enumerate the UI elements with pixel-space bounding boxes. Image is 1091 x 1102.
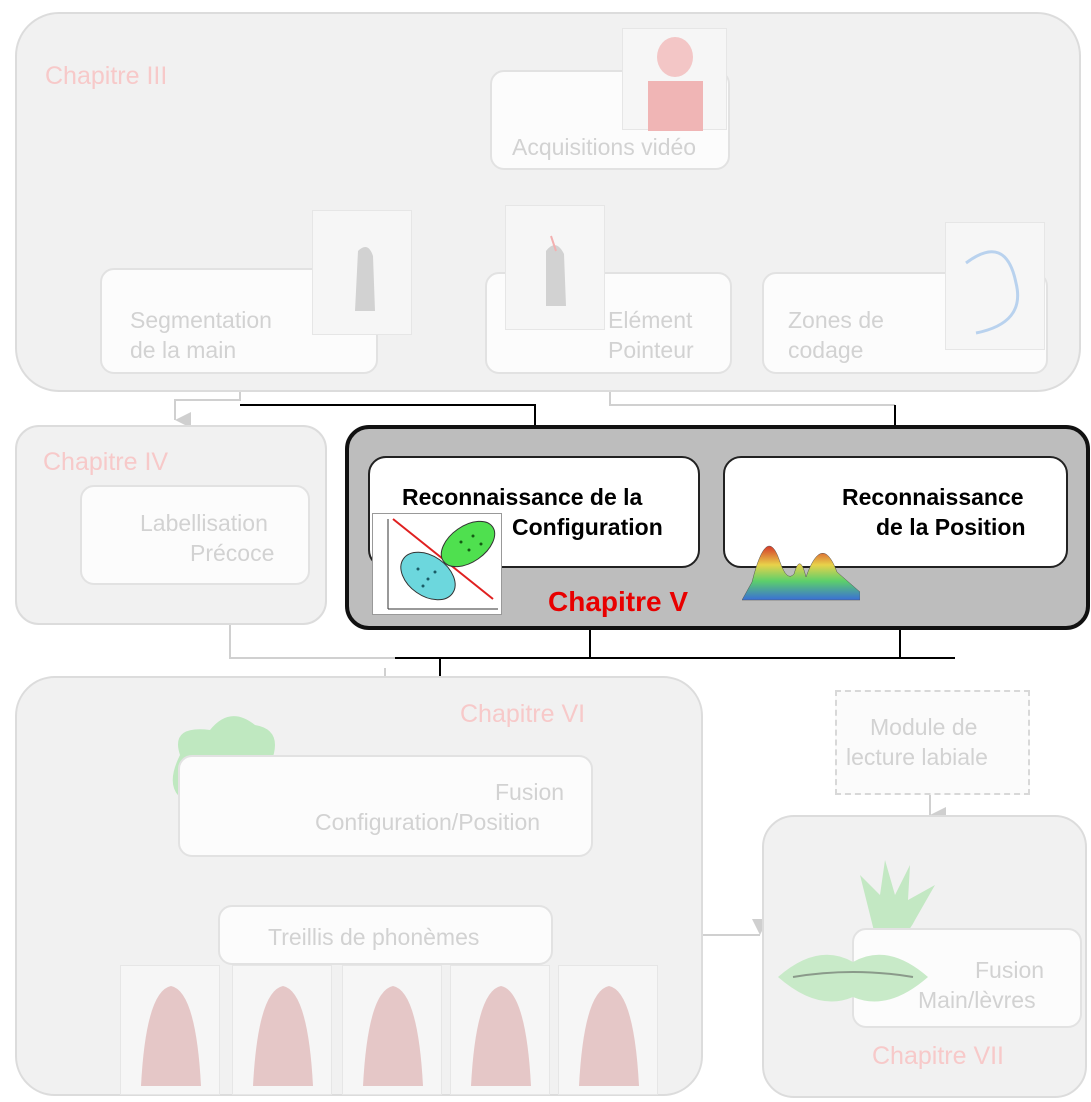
chapter-vi-label: Chapitre VI	[460, 700, 586, 728]
fusion-config-position-box	[178, 755, 593, 857]
lip-reading-line2: lecture labiale	[846, 744, 988, 770]
segmentation-label-line1: Segmentation	[130, 307, 272, 333]
chapter-v-label: Chapitre V	[548, 586, 689, 617]
zones-thumbnail	[945, 222, 1045, 350]
labeling-label-line1: Labellisation	[140, 510, 268, 536]
phoneme-thumb-5	[558, 965, 658, 1095]
segmentation-label-line2: de la main	[130, 337, 237, 363]
phoneme-lattice-label: Treillis de phonèmes	[268, 924, 480, 950]
fusion-config-position-line1: Fusion	[495, 779, 565, 805]
fusion-config-position-line2: Configuration/Position	[315, 809, 541, 835]
position-recognition-box[interactable]	[723, 456, 1068, 568]
pointer-label-line1: Elément	[608, 307, 693, 333]
phoneme-thumb-3	[342, 965, 442, 1095]
pointer-thumbnail	[505, 205, 605, 330]
labeling-box	[80, 485, 310, 585]
lip-reading-box	[835, 690, 1030, 795]
lips-image	[778, 942, 928, 1012]
phoneme-thumb-2	[232, 965, 332, 1095]
lip-reading-line1: Module de	[870, 714, 978, 740]
config-recognition-line1: Reconnaissance de la	[402, 484, 643, 510]
hand-image	[840, 855, 950, 955]
chapter-iv-label: Chapitre IV	[43, 448, 169, 476]
zones-label-line2: codage	[788, 337, 864, 363]
surface-plot-image	[741, 512, 861, 604]
video-thumbnail	[622, 28, 727, 131]
position-recognition-line1: Reconnaissance	[842, 484, 1024, 510]
phoneme-thumb-1	[120, 965, 220, 1095]
clustering-plot-image	[372, 513, 502, 615]
position-recognition-line2: de la Position	[876, 514, 1026, 540]
fusion-hand-lips-line1: Fusion	[975, 957, 1045, 983]
phoneme-lattice-box	[218, 905, 553, 965]
phoneme-thumb-4	[450, 965, 550, 1095]
pointer-label-line2: Pointeur	[608, 337, 694, 363]
acquisition-label: Acquisitions vidéo	[512, 134, 697, 160]
chapter-iii-label: Chapitre III	[45, 62, 168, 90]
zones-label-line1: Zones de	[788, 307, 884, 333]
hand-thumbnail	[312, 210, 412, 335]
labeling-label-line2: Précoce	[190, 540, 275, 566]
fusion-hand-lips-line2: Main/lèvres	[918, 987, 1036, 1013]
config-recognition-line2: Configuration	[512, 514, 663, 540]
chapter-vii-label: Chapitre VII	[872, 1042, 1005, 1070]
